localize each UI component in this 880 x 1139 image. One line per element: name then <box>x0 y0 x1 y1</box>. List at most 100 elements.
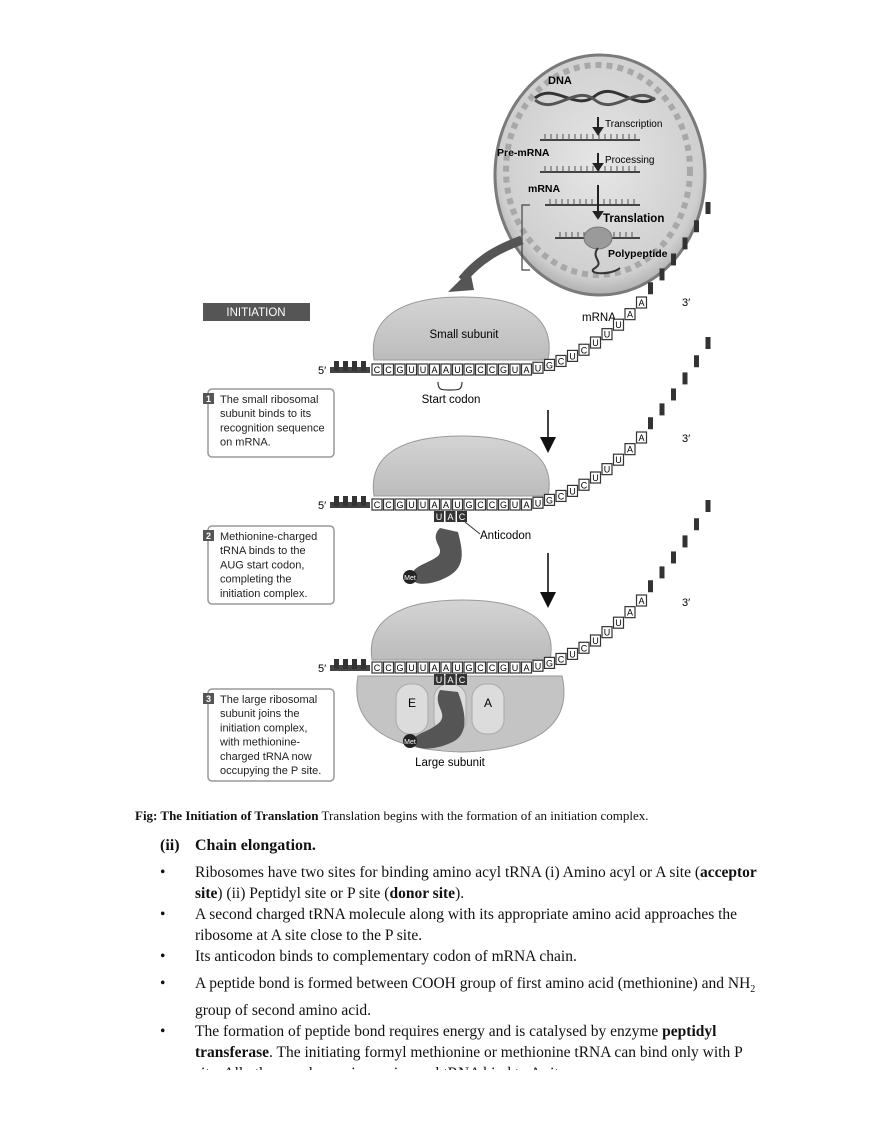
zoom-arrow <box>458 235 524 283</box>
bullet-list: • Ribosomes have two sites for binding am… <box>160 862 770 1070</box>
mrna-base: U <box>532 496 544 509</box>
mrna-base-letter: G <box>465 500 472 510</box>
mrna-base-letter: G <box>465 663 472 673</box>
mrna-base-letter: C <box>374 663 381 673</box>
mrna-base-letter: U <box>569 649 576 659</box>
bullet-symbol: • <box>160 975 166 992</box>
mrna-base: C <box>474 498 487 511</box>
step-text-line: with methionine- <box>219 737 300 749</box>
mrna-base: C <box>555 354 567 368</box>
mrna-base-letter: G <box>546 360 553 370</box>
mrna-base-letter: U <box>615 455 622 465</box>
step-text-line: initiation complex, <box>220 722 307 734</box>
step-text-line: initiation complex. <box>220 588 307 600</box>
mrna-base-letter: G <box>546 658 553 668</box>
mrna-base: C <box>474 363 487 376</box>
anticodon-base: U <box>434 674 444 685</box>
five-prime-label-1: 5′ <box>318 365 326 377</box>
anticodon-letter: A <box>447 512 453 522</box>
mrna-tick <box>334 361 339 371</box>
mrna-base: C <box>486 661 498 674</box>
small-subunit-shape-2 <box>372 435 550 497</box>
transcription-label: Transcription <box>605 119 662 130</box>
mrna-base: C <box>382 661 395 674</box>
mrna-tick <box>648 580 653 593</box>
figure-caption: Fig: The Initiation of Translation Trans… <box>135 808 835 824</box>
step-text-line: tRNA binds to the <box>220 545 306 557</box>
mrna-base: C <box>382 363 395 376</box>
mrna-base: A <box>440 363 452 376</box>
anticodon-base: C <box>457 511 467 522</box>
mrna-base: U <box>601 328 613 341</box>
initiation-header-box <box>203 303 310 321</box>
mrna-base-letter: A <box>523 663 529 673</box>
mrna-base: G <box>463 498 475 511</box>
mrna-base-letter: A <box>638 433 644 443</box>
mrna-base-letter: U <box>535 498 542 508</box>
mrna-tick <box>694 220 699 233</box>
mrna-base-letter: A <box>443 365 449 375</box>
mrna-base-letter: G <box>500 365 507 375</box>
mrna-base-letter: C <box>477 365 484 375</box>
mrna-base-letter: C <box>489 663 496 673</box>
mrna-base-letter: U <box>420 365 427 375</box>
mrna-base-letter: U <box>604 628 611 638</box>
mrna-base: G <box>394 661 406 674</box>
mrna-base: U <box>451 363 464 376</box>
mrna-base: C <box>382 498 395 511</box>
page-clip: DNA Transcription Pre-mRNA Processing mR… <box>135 53 835 1070</box>
mrna-base: A <box>624 308 636 321</box>
mrna-tick <box>671 551 676 564</box>
mrna-base-letter: U <box>454 663 461 673</box>
met-label-3: Met <box>404 739 416 746</box>
bold-term: donor site <box>389 885 456 902</box>
mrna-base: C <box>555 489 567 503</box>
mrna-base: G <box>497 498 510 511</box>
mrna-base: A <box>624 606 636 619</box>
dna-label: DNA <box>548 75 572 87</box>
three-prime-label-1: 3′ <box>682 297 690 309</box>
mrna-base: U <box>509 498 521 511</box>
mrna-tick <box>705 500 711 512</box>
mrna-base: A <box>635 594 648 607</box>
mrna-base: U <box>451 661 464 674</box>
mrna-overview-label: mRNA <box>528 183 561 195</box>
section-number: (ii) <box>160 837 180 854</box>
section-heading: (ii)Chain elongation. <box>160 837 316 855</box>
mrna-base: A <box>635 296 648 309</box>
bullet-text: Ribosomes have two sites for binding ami… <box>195 864 700 881</box>
mrna-base: U <box>532 659 544 672</box>
bold-term: peptidyl transferase <box>195 1023 717 1062</box>
mrna-base: U <box>532 361 544 374</box>
polypeptide-label: Polypeptide <box>608 248 668 260</box>
anticodon-letter: C <box>459 512 466 522</box>
mrna-base: G <box>394 363 406 376</box>
step-text-line: The small ribosomal <box>220 394 318 406</box>
mrna-base-letter: A <box>627 608 633 618</box>
mrna-base: C <box>578 343 590 356</box>
mrna-base-letter: U <box>408 663 415 673</box>
mrna-base: U <box>509 661 521 674</box>
mrna-base-letter: G <box>546 495 553 505</box>
mrna-base-letter: U <box>615 320 622 330</box>
anticodon-letter: U <box>436 512 443 522</box>
mrna-base-letter: C <box>374 365 381 375</box>
mrna-tick <box>334 496 339 506</box>
mrna-base: U <box>451 498 464 511</box>
step-text-line: completing the <box>220 574 292 586</box>
mrna-base-letter: U <box>512 500 519 510</box>
anticodon-letter: U <box>436 675 443 685</box>
mrna-base: C <box>371 661 383 674</box>
step-text-line: The large ribosomal <box>220 694 317 706</box>
mrna-base: G <box>497 661 510 674</box>
small-subunit-shape-3 <box>370 599 552 661</box>
mrna-base: A <box>624 443 636 456</box>
mrna-base: A <box>440 661 452 674</box>
mrna-base-letter: C <box>477 500 484 510</box>
translation-initiation-figure: DNA Transcription Pre-mRNA Processing mR… <box>203 53 711 782</box>
mrna-tick <box>352 659 357 669</box>
